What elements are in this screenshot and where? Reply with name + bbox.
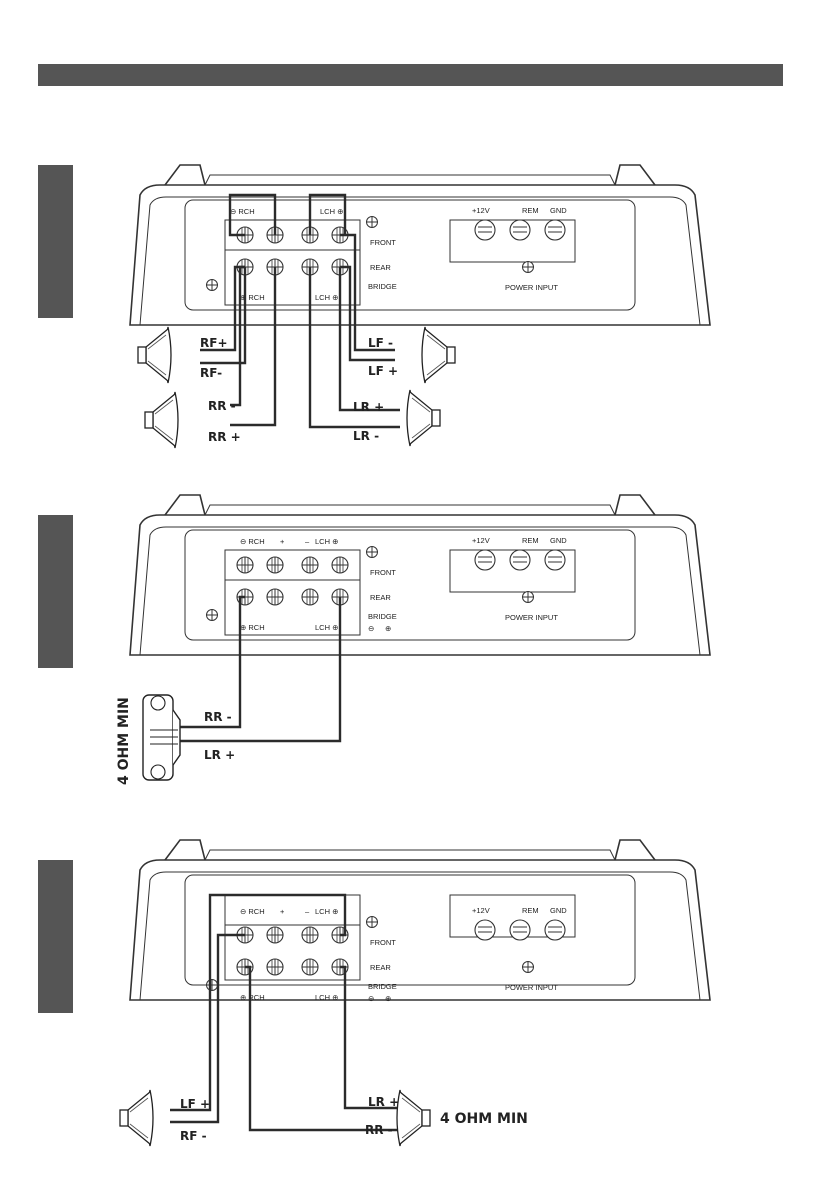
mount-screw-icon (206, 979, 218, 991)
power-screw-icon (544, 549, 566, 571)
mount-screw-icon (206, 279, 218, 291)
speaker-right-icon (396, 1089, 431, 1147)
power-gnd-label: GND (550, 206, 567, 215)
power-rem-label: REM (522, 906, 539, 915)
rch-plus-label: + (280, 907, 285, 916)
amplifier-body (129, 164, 711, 326)
side-tab-2 (38, 515, 73, 668)
lch-top-label: LCH ⊕ (320, 207, 343, 216)
lch-bottom-label: LCH ⊕ (315, 993, 338, 1002)
bridge-plus-label: ⊕ (385, 624, 391, 633)
bridge-plus-label: ⊕ (385, 994, 391, 1003)
label-lf-plus: LF + (180, 1097, 210, 1111)
wires (180, 595, 342, 743)
mount-screw-icon (522, 261, 534, 273)
front-label: FRONT (370, 568, 396, 577)
label-lr-plus: LR + (204, 748, 235, 762)
power-screw-icon (509, 549, 531, 571)
power-rem-label: REM (522, 206, 539, 215)
bridge-minus-label: ⊖ (368, 994, 374, 1003)
side-tab-1 (38, 165, 73, 318)
bridge-label: BRIDGE (368, 612, 397, 621)
bridge-minus-label: ⊖ (368, 624, 374, 633)
lch-minus-label: – (305, 907, 310, 916)
power-input-label: POWER INPUT (505, 613, 558, 622)
lch-minus-label: – (305, 537, 310, 546)
ohm-note: 4 OHM MIN (116, 697, 132, 785)
terminal-screws (236, 226, 349, 276)
terminal-screws (236, 556, 349, 606)
label-rf-minus: RF - (180, 1129, 207, 1143)
front-label: FRONT (370, 938, 396, 947)
rear-label: REAR (370, 263, 391, 272)
diagram-1: ⊖ RCH LCH ⊕ FRONT REAR BRIDGE ⊕ RCH LCH … (129, 164, 711, 449)
rear-label: REAR (370, 593, 391, 602)
side-tab-3 (38, 860, 73, 1013)
power-gnd-label: GND (550, 906, 567, 915)
power-rem-label: REM (522, 536, 539, 545)
label-rr-plus: RR + (208, 430, 241, 444)
label-rf-minus: RF- (200, 366, 222, 380)
power-screw-icon (474, 919, 496, 941)
label-lf-minus: LF - (368, 336, 393, 350)
rch-bottom-label: ⊕ RCH (240, 293, 265, 302)
label-rf-plus: RF+ (200, 336, 228, 350)
amplifier-body (129, 494, 711, 656)
wires (200, 193, 400, 429)
power-input-label: POWER INPUT (505, 283, 558, 292)
label-lr-plus: LR + (368, 1095, 399, 1109)
power-input-label: POWER INPUT (505, 983, 558, 992)
power-screw-icon (509, 219, 531, 241)
mount-screw-icon (522, 591, 534, 603)
label-rr-minus: RR - (204, 710, 232, 724)
rch-top-label: ⊖ RCH (240, 907, 265, 916)
speaker-rr-icon (144, 391, 179, 449)
terminal-screws (236, 926, 349, 976)
power-screw-icon (509, 919, 531, 941)
rch-plus-label: + (280, 537, 285, 546)
power-screw-icon (544, 219, 566, 241)
mount-screw-icon (366, 546, 378, 558)
rch-bottom-label: ⊕ RCH (240, 993, 265, 1002)
mount-screw-icon (366, 916, 378, 928)
speaker-lr-icon (406, 389, 441, 447)
label-lr-plus: LR + (353, 400, 384, 414)
wires (170, 893, 400, 1132)
rear-label: REAR (370, 963, 391, 972)
power-12v-label: +12V (472, 906, 490, 915)
subwoofer-icon (142, 694, 181, 781)
mount-screw-icon (522, 961, 534, 973)
speaker-left-icon (119, 1089, 154, 1147)
rch-top-label: ⊖ RCH (230, 207, 255, 216)
label-lr-minus: LR - (353, 429, 379, 443)
mount-screw-icon (366, 216, 378, 228)
power-screw-icon (474, 219, 496, 241)
front-label: FRONT (370, 238, 396, 247)
ohm-note: 4 OHM MIN (440, 1111, 528, 1127)
power-12v-label: +12V (472, 206, 490, 215)
lch-bottom-label: LCH ⊕ (315, 623, 338, 632)
diagram-2: ⊖ RCH + – LCH ⊕ FRONT REAR BRIDGE ⊖ ⊕ ⊕ … (116, 494, 711, 785)
lch-top-label: LCH ⊕ (315, 537, 338, 546)
power-12v-label: +12V (472, 536, 490, 545)
header-bar (38, 64, 783, 86)
power-gnd-label: GND (550, 536, 567, 545)
speaker-rf-icon (137, 326, 172, 384)
label-lf-plus: LF + (368, 364, 398, 378)
speaker-lf-icon (421, 326, 456, 384)
rch-top-label: ⊖ RCH (240, 537, 265, 546)
bridge-label: BRIDGE (368, 982, 397, 991)
bridge-label: BRIDGE (368, 282, 397, 291)
rch-bottom-label: ⊕ RCH (240, 623, 265, 632)
lch-top-label: LCH ⊕ (315, 907, 338, 916)
power-screw-icon (474, 549, 496, 571)
diagram-3: ⊖ RCH + – LCH ⊕ FRONT REAR BRIDGE ⊖ ⊕ ⊕ … (119, 839, 711, 1147)
mount-screw-icon (206, 609, 218, 621)
label-rr-minus: RR - (365, 1123, 393, 1137)
lch-bottom-label: LCH ⊕ (315, 293, 338, 302)
label-rr-minus: RR - (208, 399, 236, 413)
power-screw-icon (544, 919, 566, 941)
